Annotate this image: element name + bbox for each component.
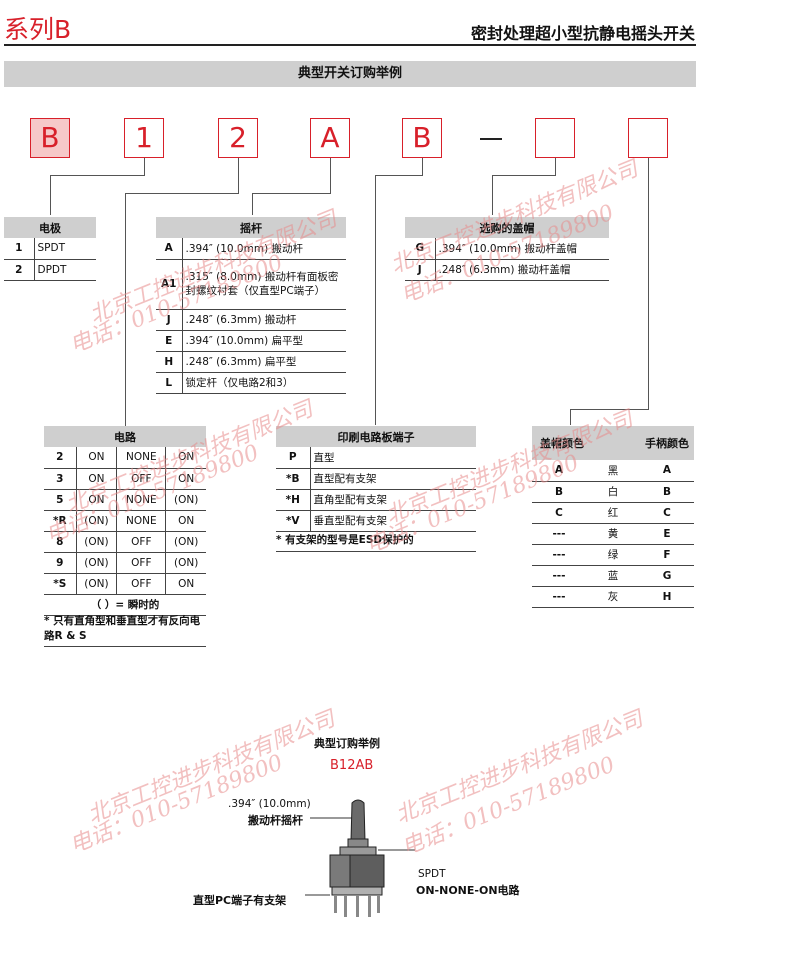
code-box-pcb bbox=[535, 118, 575, 158]
circuit-legend: （ ）= 瞬时的 bbox=[44, 594, 206, 616]
table-row: E.394″ (10.0mm) 扁平型 bbox=[156, 330, 346, 352]
circuit-title: 电路 bbox=[44, 426, 206, 447]
table-row: J.248″ (6.3mm) 搬动杆盖帽 bbox=[405, 259, 609, 281]
caps-title: 选购的盖帽 bbox=[405, 217, 609, 238]
table-row: 8(ON)OFF(ON) bbox=[44, 531, 206, 553]
caps-table: 选购的盖帽 G.394″ (10.0mm) 搬动杆盖帽 J.248″ (6.3m… bbox=[405, 217, 609, 281]
code-box-poles: 1 bbox=[124, 118, 164, 158]
example-code: B12AB bbox=[330, 758, 374, 773]
code-box-circuit: 2 bbox=[218, 118, 258, 158]
code-box-lever: A bbox=[310, 118, 350, 158]
example-pole: SPDT bbox=[418, 868, 446, 880]
code-box-color bbox=[628, 118, 668, 158]
poles-title: 电极 bbox=[4, 217, 96, 238]
handle-color-header: 手柄颜色 bbox=[640, 426, 694, 460]
header-rule bbox=[4, 44, 696, 46]
lever-title: 摇杆 bbox=[156, 217, 346, 238]
table-row: G.394″ (10.0mm) 搬动杆盖帽 bbox=[405, 238, 609, 260]
pcb-title: 印刷电路板端子 bbox=[276, 426, 476, 447]
circuit-note: * 只有直角型和垂直型才有反向电路R & S bbox=[44, 614, 206, 647]
page-title: 密封处理超小型抗静电摇头开关 bbox=[470, 24, 695, 43]
table-row: H.248″ (6.3mm) 扁平型 bbox=[156, 351, 346, 373]
code-dash bbox=[480, 138, 502, 140]
code-box-cap: B bbox=[402, 118, 442, 158]
series-title: 系列B bbox=[4, 15, 72, 44]
example-lever-name: 搬动杆摇杆 bbox=[248, 814, 303, 827]
code-box-series: B bbox=[30, 118, 70, 158]
lever-table: 摇杆 A.394″ (10.0mm) 搬动杆 A1.315″ (8.0mm) 搬… bbox=[156, 217, 346, 394]
switch-illustration bbox=[305, 799, 415, 917]
pcb-note: * 有支架的型号是ESD保护的 bbox=[276, 533, 476, 552]
example-lever-dim: .394″ (10.0mm) bbox=[228, 798, 311, 810]
example-pcb: 直型PC端子有支架 bbox=[193, 894, 287, 907]
table-row: A1.315″ (8.0mm) 搬动杆有面板密封螺纹衬套（仅直型PC端子） bbox=[156, 259, 346, 310]
table-row: （ ）= 瞬时的 bbox=[44, 594, 206, 616]
table-row: J.248″ (6.3mm) 搬动杆 bbox=[156, 309, 346, 331]
cap-color-header: 盖帽颜色 bbox=[532, 426, 586, 460]
section-banner: 典型开关订购举例 bbox=[4, 61, 696, 87]
table-row: 9(ON)OFF(ON) bbox=[44, 552, 206, 574]
table-row: A.394″ (10.0mm) 搬动杆 bbox=[156, 238, 346, 260]
example-circuit: ON-NONE-ON电路 bbox=[416, 884, 520, 897]
example-title: 典型订购举例 bbox=[314, 737, 380, 750]
